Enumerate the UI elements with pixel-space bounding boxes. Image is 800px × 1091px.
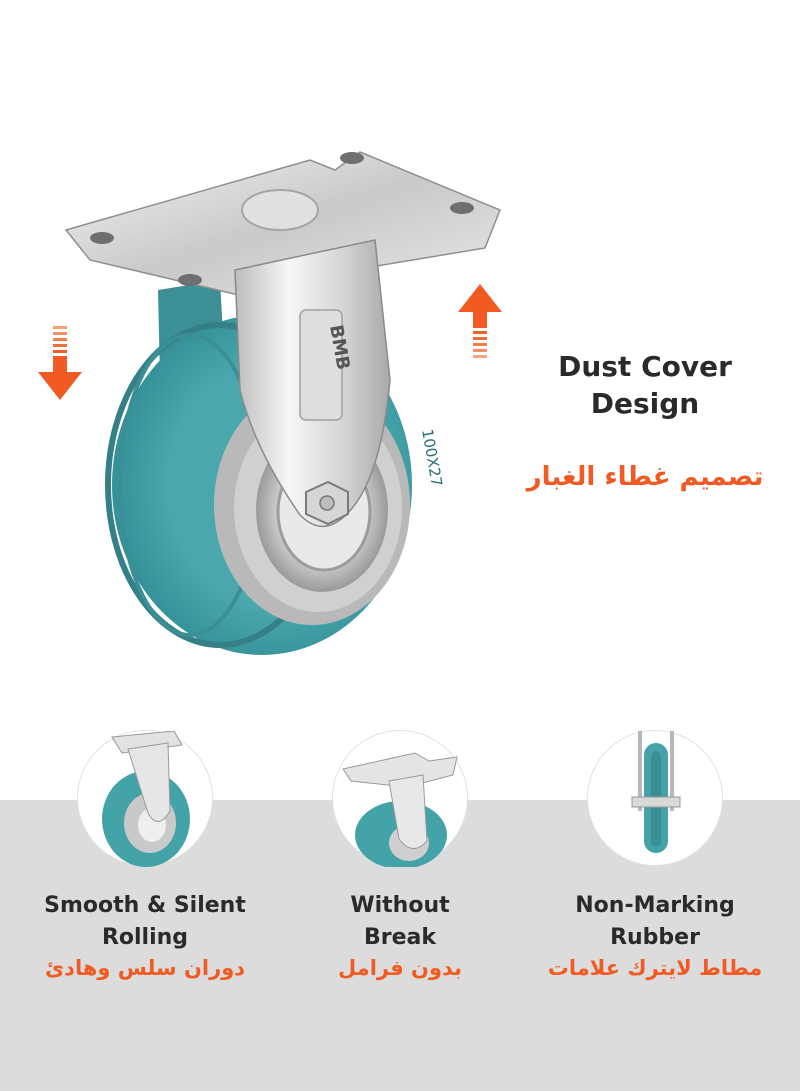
headline-line-1: Dust Cover bbox=[558, 350, 732, 383]
caster-angle-icon bbox=[342, 752, 458, 867]
caster-wheel-image: 100X27 BMB bbox=[64, 151, 501, 655]
headline-line-2: Design bbox=[590, 387, 700, 420]
feature-title-arabic: بدون فرامل bbox=[337, 956, 463, 980]
feature-title: Smooth & Silent Rolling bbox=[15, 890, 275, 954]
feature-title-line-2: Rubber bbox=[610, 925, 700, 950]
feature-title-line-1: Smooth & Silent bbox=[44, 893, 246, 918]
feature-title: Non-Marking Rubber bbox=[525, 890, 785, 954]
caster-side-icon bbox=[631, 731, 681, 853]
feature-title-line-1: Without bbox=[350, 893, 450, 918]
feature-title-line-2: Rolling bbox=[101, 925, 189, 950]
feature-title: Without Break bbox=[270, 890, 530, 954]
caster-front-icon bbox=[102, 731, 190, 867]
feature-title-line-2: Break bbox=[363, 925, 436, 950]
feature-title-line-1: Non-Marking bbox=[575, 893, 735, 918]
feature-title-arabic: مطاط لايترك علامات bbox=[547, 956, 763, 980]
feature-non-marking-rubber: Non-Marking Rubber مطاط لايترك علامات bbox=[525, 730, 785, 980]
feature-thumb-non-marking bbox=[587, 730, 723, 866]
feature-title-arabic: دوران سلس وهادئ bbox=[44, 956, 246, 980]
feature-without-break: Without Break بدون فرامل bbox=[270, 730, 530, 980]
feature-thumb-smooth-rolling bbox=[77, 730, 213, 867]
arrow-down-icon bbox=[38, 326, 82, 400]
headline-english: Dust Cover Design bbox=[520, 348, 770, 422]
wheel-marking: 100X27 bbox=[418, 428, 446, 488]
feature-thumb-without-break bbox=[332, 730, 468, 867]
feature-smooth-rolling: Smooth & Silent Rolling دوران سلس وهادئ bbox=[15, 730, 275, 980]
arrow-up-icon bbox=[458, 284, 502, 358]
headline-arabic: تصميم غطاء الغبار bbox=[526, 462, 764, 492]
